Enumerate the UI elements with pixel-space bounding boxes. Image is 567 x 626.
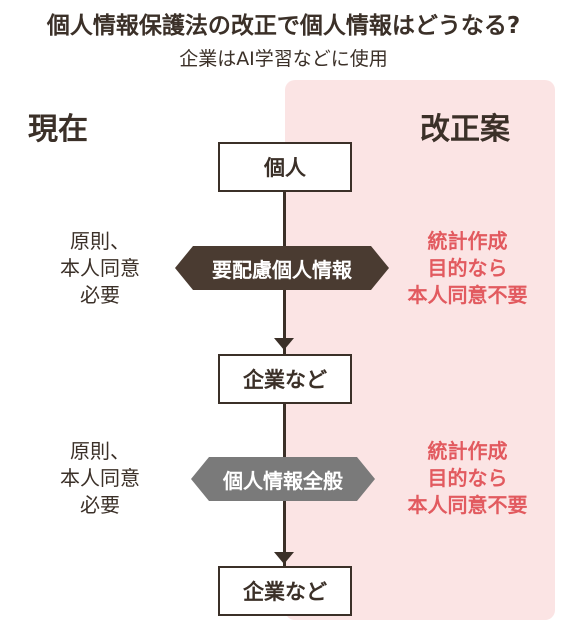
label-general-info: 個人情報全般 xyxy=(191,457,375,501)
page-subtitle: 企業はAI学習などに使用 xyxy=(179,48,388,70)
current-rule-1: 原則、 本人同意 必要 xyxy=(40,228,160,309)
rule-line: 本人同意 xyxy=(60,256,140,280)
rule-line: 必要 xyxy=(80,283,120,307)
rule-line: 目的なら xyxy=(427,466,508,490)
proposal-rule-2: 統計作成 目的なら 本人同意不要 xyxy=(380,438,555,519)
rule-line: 原則、 xyxy=(70,439,130,463)
arrow-down-icon xyxy=(274,552,294,564)
node-company: 企業など xyxy=(218,566,352,616)
node-person: 個人 xyxy=(218,142,352,192)
rule-line: 本人同意 xyxy=(60,466,140,490)
rule-line: 原則、 xyxy=(70,229,130,253)
page-title: 個人情報保護法の改正で個人情報はどうなる? xyxy=(46,13,521,39)
rule-line: 目的なら xyxy=(427,256,508,280)
rule-line: 統計作成 xyxy=(427,229,508,253)
label-sensitive-info: 要配慮個人情報 xyxy=(175,246,389,290)
rule-line: 統計作成 xyxy=(427,439,508,463)
rule-line: 本人同意不要 xyxy=(407,493,528,517)
column-heading-current: 現在 xyxy=(28,112,88,147)
proposal-rule-1: 統計作成 目的なら 本人同意不要 xyxy=(380,228,555,309)
column-heading-proposal: 改正案 xyxy=(420,112,510,147)
node-company: 企業など xyxy=(218,354,352,404)
arrow-down-icon xyxy=(274,338,294,350)
rule-line: 本人同意不要 xyxy=(407,283,528,307)
current-rule-2: 原則、 本人同意 必要 xyxy=(40,438,160,519)
rule-line: 必要 xyxy=(80,493,120,517)
